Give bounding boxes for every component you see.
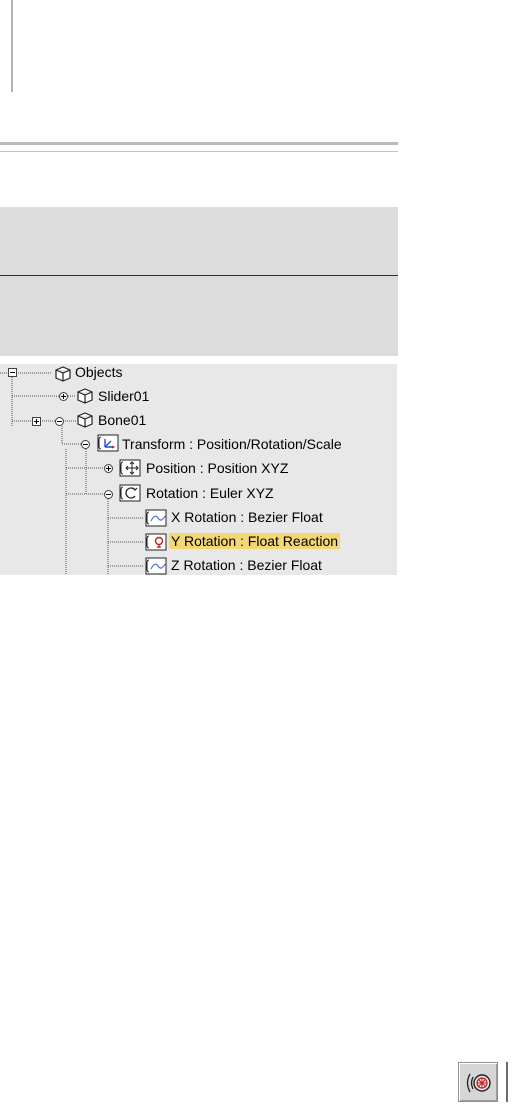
reaction-manager-icon bbox=[466, 1073, 491, 1093]
shaded-block-divider bbox=[0, 275, 398, 276]
tree-item-transform[interactable]: Transform : Position/Rotation/Scale bbox=[122, 434, 342, 454]
tree-item-label: Rotation : Euler XYZ bbox=[146, 485, 274, 501]
collapse-toggle[interactable] bbox=[104, 490, 113, 499]
track-view-hierarchy: Objects Slider01 Bone01 Transform : Posi… bbox=[0, 364, 397, 575]
tree-item-x-rotation[interactable]: X Rotation : Bezier Float bbox=[171, 507, 323, 527]
button-shadow-edge bbox=[506, 1062, 508, 1102]
expand-toggle[interactable] bbox=[32, 417, 41, 426]
tree-item-label: X Rotation : Bezier Float bbox=[171, 509, 323, 525]
shaded-block-bottom bbox=[0, 276, 398, 356]
position-controller-icon bbox=[119, 459, 141, 477]
margin-bar bbox=[11, 0, 13, 92]
collapse-toggle[interactable] bbox=[8, 368, 17, 377]
tree-item-slider01[interactable]: Slider01 bbox=[98, 386, 149, 406]
tree-item-label: Slider01 bbox=[98, 388, 150, 404]
reaction-controller-icon bbox=[145, 533, 167, 551]
tree-item-y-rotation[interactable]: Y Rotation : Float Reaction bbox=[169, 531, 341, 551]
collapse-toggle[interactable] bbox=[55, 417, 64, 426]
tree-connector-lines bbox=[0, 372, 144, 575]
transform-controller-icon bbox=[97, 434, 119, 452]
expand-toggle[interactable] bbox=[104, 464, 113, 473]
collapse-toggle[interactable] bbox=[81, 440, 90, 449]
tree-item-label: Z Rotation : Bezier Float bbox=[171, 557, 322, 573]
bezier-float-icon bbox=[145, 557, 167, 575]
cube-icon bbox=[77, 412, 93, 428]
divider-thick bbox=[0, 142, 398, 145]
tree-item-z-rotation[interactable]: Z Rotation : Bezier Float bbox=[171, 555, 322, 575]
tree-item-objects[interactable]: Objects bbox=[75, 364, 122, 382]
shaded-block-top bbox=[0, 207, 398, 275]
cube-icon bbox=[77, 388, 93, 404]
tree-item-label: Objects bbox=[75, 364, 123, 380]
tree-item-bone01[interactable]: Bone01 bbox=[98, 410, 146, 430]
tree-item-rotation[interactable]: Rotation : Euler XYZ bbox=[146, 483, 274, 503]
bezier-float-icon bbox=[145, 509, 167, 527]
tree-item-position[interactable]: Position : Position XYZ bbox=[146, 458, 288, 478]
tree-item-label: Bone01 bbox=[98, 412, 147, 428]
rotation-controller-icon bbox=[119, 484, 141, 502]
tree-item-label: Transform : Position/Rotation/Scale bbox=[122, 436, 342, 452]
cube-icon bbox=[55, 366, 71, 382]
divider-thin bbox=[0, 151, 398, 152]
tree-item-label: Y Rotation : Float Reaction bbox=[169, 533, 341, 549]
expand-toggle[interactable] bbox=[59, 392, 68, 401]
tree-item-label: Position : Position XYZ bbox=[146, 460, 289, 476]
reaction-manager-button[interactable] bbox=[458, 1062, 498, 1102]
